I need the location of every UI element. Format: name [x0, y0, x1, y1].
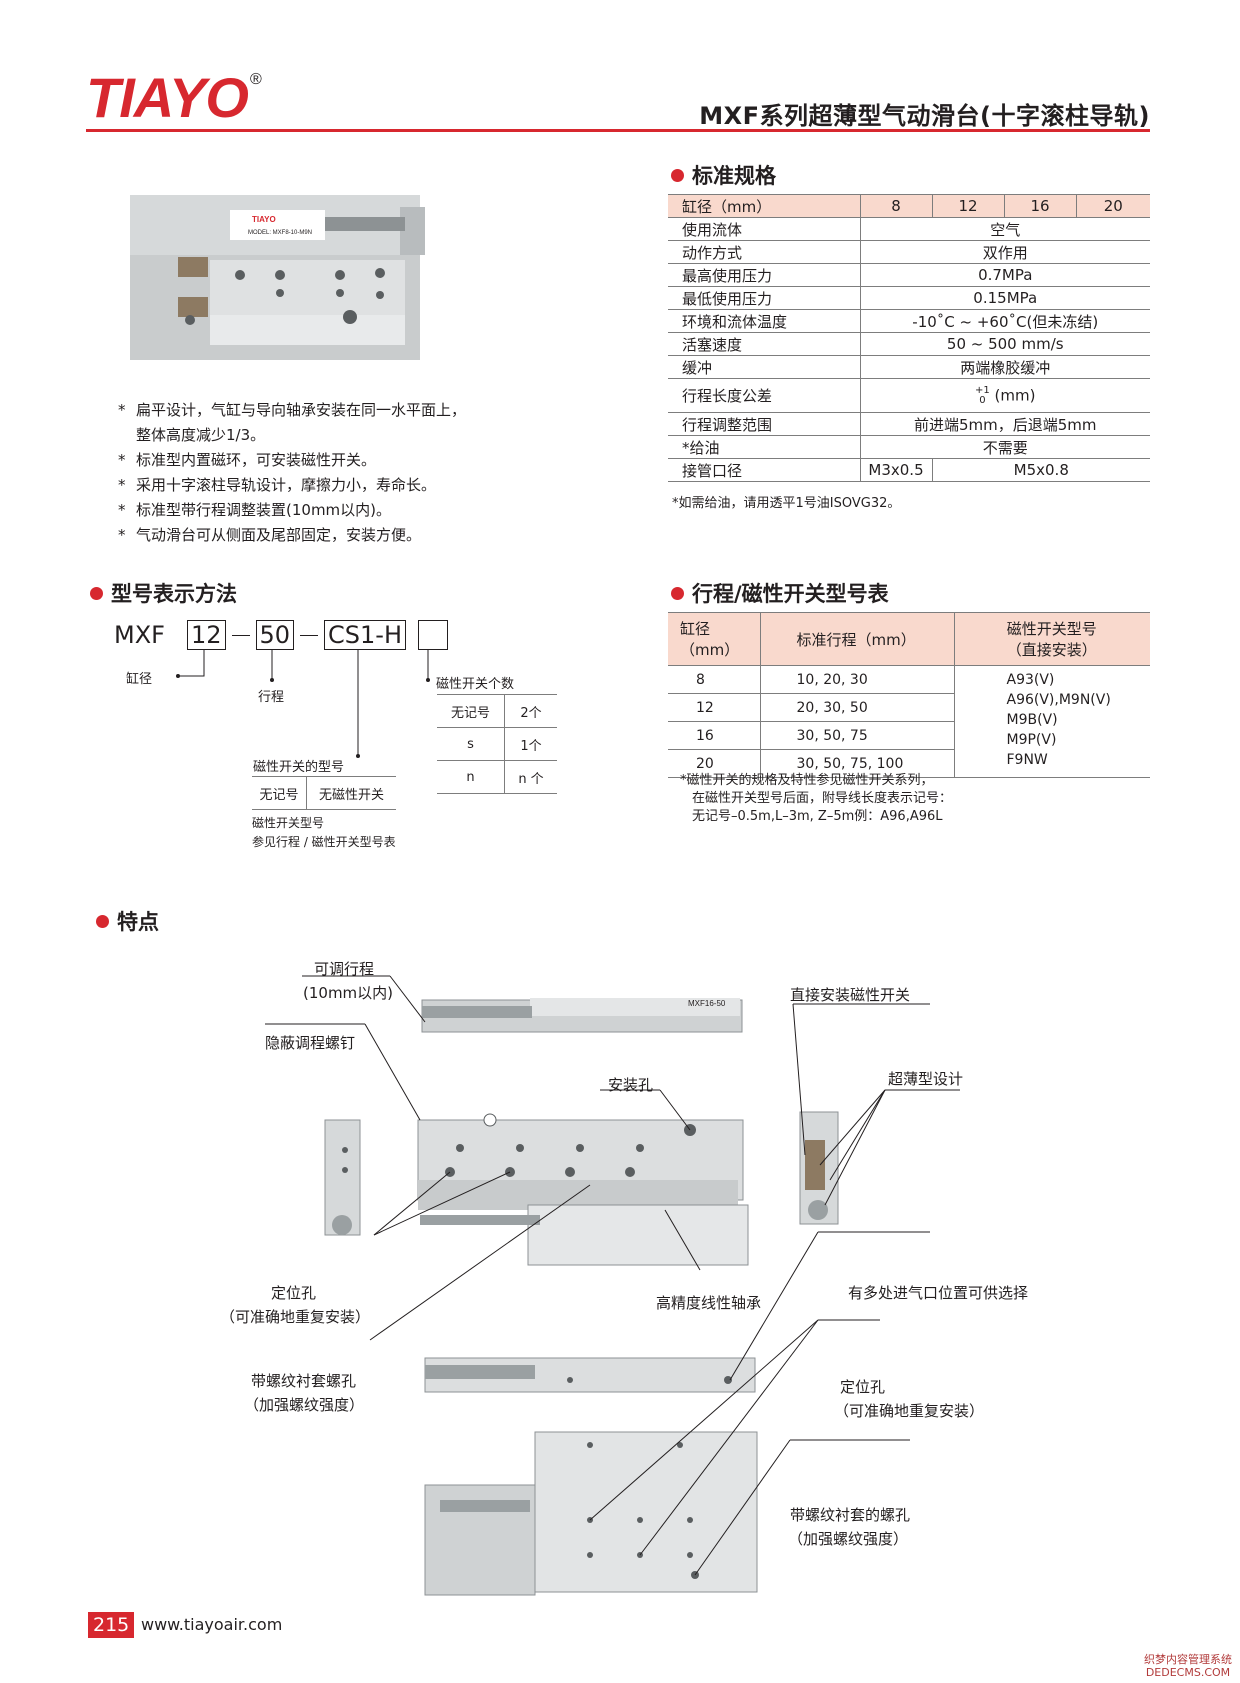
tol-upper: +1 [975, 384, 990, 396]
callout-ports: 有多处进气口位置可供选择 [848, 1284, 1029, 1302]
bore-caption: 缸径 [126, 672, 153, 687]
product-photo: TIAYO MODEL: MXF8-10-M9N [130, 195, 425, 360]
bore-12: 12 [931, 194, 1004, 218]
page-number: 215 [88, 1612, 135, 1638]
watermark: 织梦内容管理系统 DEDECMS.COM [1144, 1653, 1232, 1679]
switch-note: *磁性开关的规格及特性参见磁性开关系列， 在磁性开关型号后面，附导线长度表示记号… [680, 773, 953, 824]
bullet-1-cont: 整体高度减少1/3。 [136, 426, 266, 444]
spec-row: 行程调整范围前进端5mm，后退端5mm [668, 412, 1150, 436]
callout-threaded-right: 带螺纹衬套的螺孔 [790, 1506, 911, 1524]
stroke-caption: 行程 [258, 690, 285, 705]
photo-brand: TIAYO [252, 215, 276, 224]
feature-bullets: *扁平设计，气缸与导向轴承安装在同一水平面上， 整体高度减少1/3。 *标准型内… [118, 398, 466, 548]
callout-locate-right: 定位孔 [840, 1378, 886, 1396]
spec-row: 使用流体空气 [668, 217, 1150, 241]
unit-bottom [424, 1431, 758, 1596]
callout-mount-hole: 安装孔 [608, 1076, 654, 1094]
photo-model: MODEL: MXF8-10-M9N [248, 230, 312, 236]
model-count-box [418, 620, 449, 650]
model-code: MXF 12 50 CS1-H [114, 620, 450, 650]
type-note1: 磁性开关型号 [252, 816, 325, 830]
tol-lower: 0 [979, 394, 986, 406]
count-caption: 磁性开关个数 [436, 677, 515, 692]
callout-locate-left-2: （可准确地重复安装） [220, 1308, 371, 1326]
switch-types: A93(V)A96(V),M9N(V)M9B(V)M9P(V)F9NW [953, 665, 1150, 778]
switch-heading: 行程/磁性开关型号表 [671, 578, 889, 608]
model-prefix: MXF [114, 621, 165, 649]
page-title: MXF系列超薄型气动滑台(十字滚柱导轨) [699, 102, 1150, 130]
spec-heading: 标准规格 [671, 160, 776, 190]
callout-precision-bearing: 高精度线性轴承 [656, 1294, 762, 1312]
features-heading: 特点 [96, 906, 159, 936]
bullet-5: 气动滑台可从侧面及尾部固定，安装方便。 [136, 526, 422, 544]
callout-threaded-left: 带螺纹衬套螺孔 [251, 1372, 357, 1390]
unit-end-left [324, 1119, 361, 1236]
unit-main [417, 1113, 749, 1266]
model-leader-lines [176, 650, 430, 758]
model-switch: CS1-H [324, 620, 407, 650]
bullet-4: 标准型带行程调整装置(10mm以内)。 [136, 501, 392, 519]
bore-8: 8 [859, 194, 932, 218]
callout-threaded-left-2: （加强螺纹强度） [244, 1396, 365, 1414]
header-divider [86, 129, 1150, 132]
features-illustration: MXF16-50 [265, 975, 960, 1596]
bore-20: 20 [1075, 194, 1150, 218]
spec-note: *如需给油，请用透平1号油ISOVG32。 [672, 496, 901, 511]
type-table: 无记号无磁性开关 [252, 776, 396, 810]
callout-locate-left: 定位孔 [271, 1284, 317, 1302]
callout-direct-switch: 直接安装磁性开关 [790, 986, 911, 1004]
bore-16: 16 [1003, 194, 1076, 218]
callout-ultra-thin: 超薄型设计 [888, 1070, 964, 1088]
spec-row: 缓冲两端橡胶缓冲 [668, 355, 1150, 379]
unit-side-top [421, 998, 743, 1033]
unit-end-right [799, 1111, 839, 1225]
model-heading: 型号表示方法 [90, 578, 237, 608]
callout-threaded-right-2: （加强螺纹强度） [788, 1530, 909, 1548]
unit-side-bottom [424, 1357, 756, 1393]
spec-header-row: 缸径（mm） 8 12 16 20 [668, 194, 1150, 218]
type-note2: 参见行程 / 磁性开关型号表 [252, 835, 396, 849]
model-stroke: 50 [255, 620, 295, 650]
side-label: MXF16-50 [688, 999, 726, 1008]
callout-adjust-stroke: 可调行程 [314, 960, 375, 978]
bore-label: 缸径（mm） [668, 194, 860, 218]
footer-url[interactable]: www.tiayoair.com [141, 1615, 283, 1634]
bullet-1: 扁平设计，气缸与导向轴承安装在同一水平面上， [136, 401, 467, 419]
bullet-3: 采用十字滚柱导轨设计，摩擦力小，寿命长。 [136, 476, 437, 494]
model-bore: 12 [186, 620, 226, 650]
callout-hidden-screw: 隐蔽调程螺钉 [265, 1034, 356, 1052]
spec-row: 环境和流体温度-10˚C ~ +60˚C(但未冻结) [668, 309, 1150, 333]
bullet-2: 标准型内置磁环，可安装磁性开关。 [136, 451, 377, 469]
brand-logo: TIAYO® [86, 66, 262, 129]
callout-adjust-stroke-2: (10mm以内) [303, 984, 394, 1002]
type-caption: 磁性开关的型号 [253, 760, 345, 775]
spec-row: *给油不需要 [668, 435, 1150, 459]
callout-locate-right-2: （可准确地重复安装） [834, 1402, 985, 1420]
spec-row: 动作方式双作用 [668, 240, 1150, 264]
